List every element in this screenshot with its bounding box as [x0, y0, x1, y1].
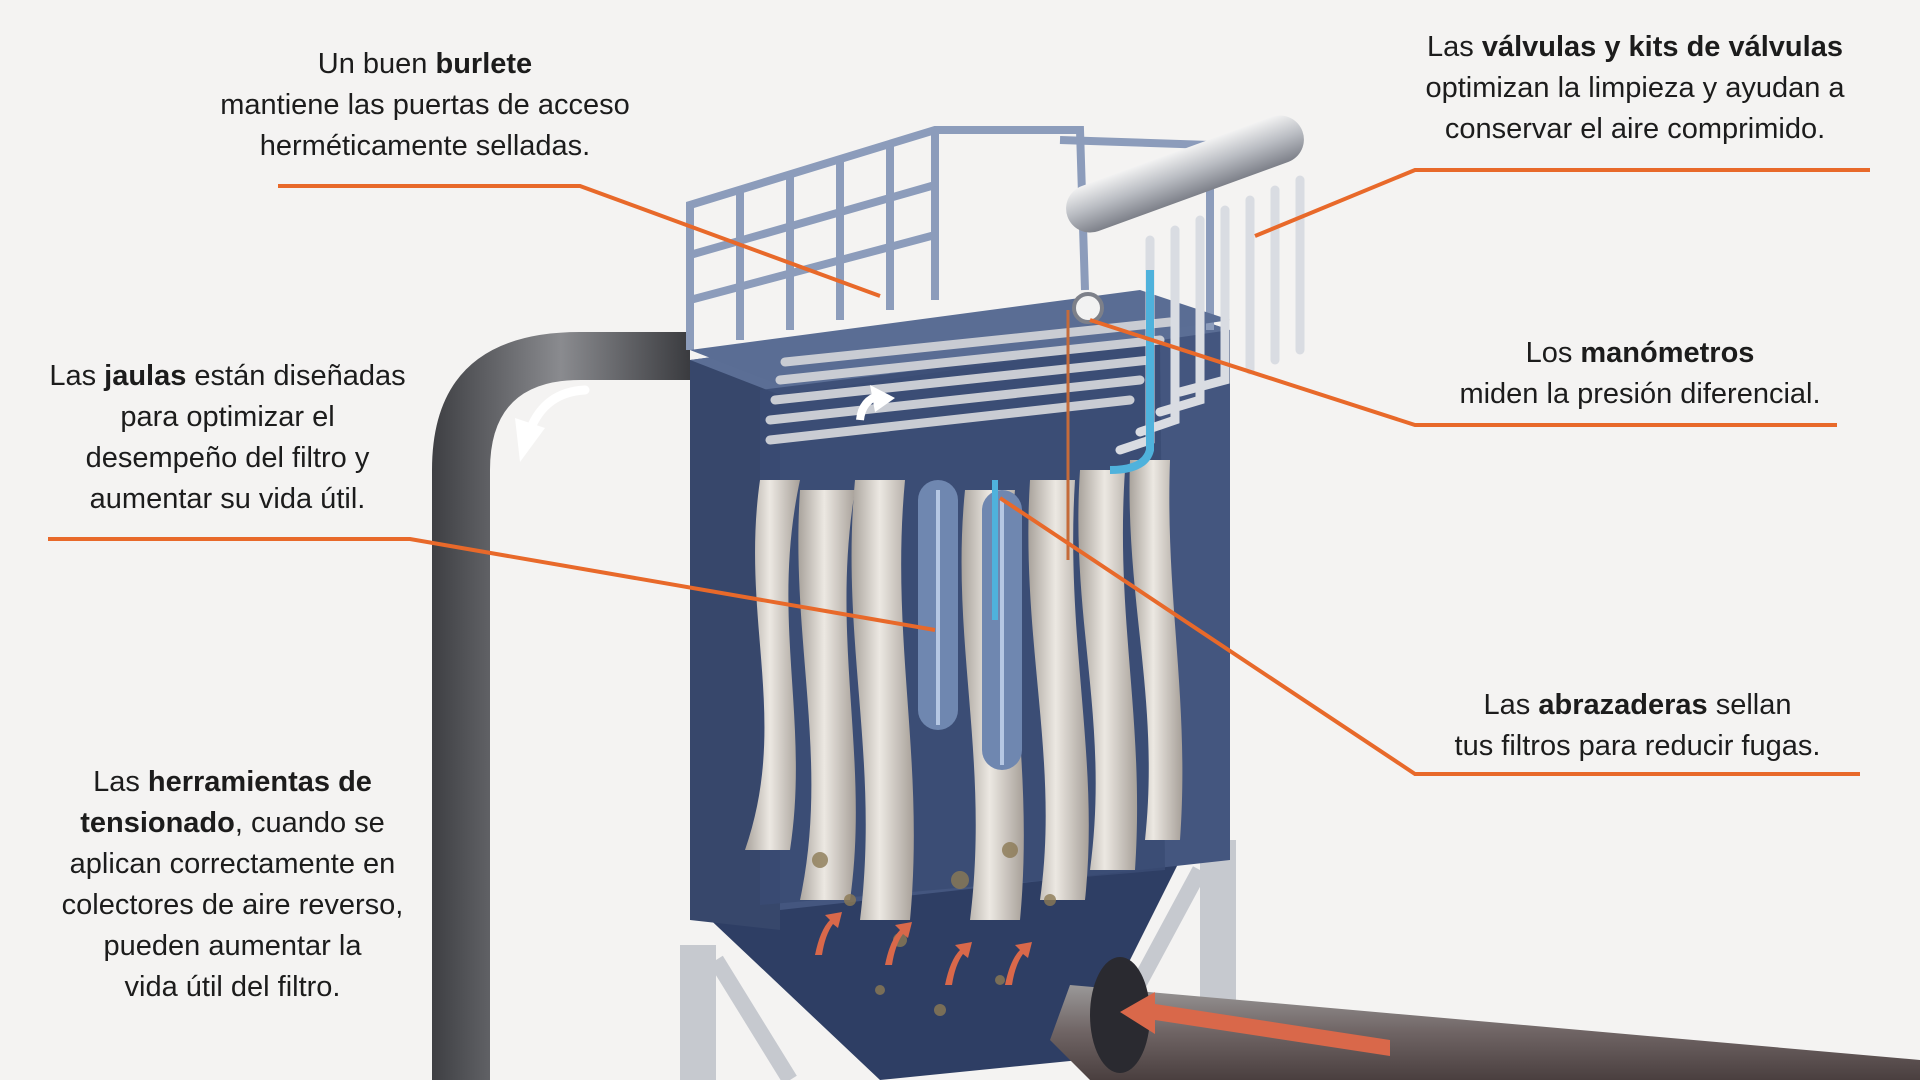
- callout-abrazaderas: Las abrazaderas sellan tus filtros para …: [1454, 689, 1821, 762]
- filter-bags: [745, 460, 1183, 920]
- valve-assembly: [1066, 115, 1305, 560]
- pressure-gauge-icon: [1072, 292, 1104, 324]
- upflow-arrow-icon: [815, 912, 842, 955]
- reverse-air-arrows: [815, 912, 1032, 985]
- cleaning-flow-arrowhead-icon: [870, 385, 895, 412]
- leader-burlete: [278, 184, 881, 298]
- upflow-arrow-icon: [945, 942, 972, 985]
- callout-valvulas: Las válvulas y kits de válvulas optimiza…: [1425, 31, 1845, 145]
- compressed-air-flow-icon: [1109, 270, 1154, 474]
- upflow-arrow-icon: [1005, 942, 1032, 985]
- leader-jaulas: [48, 537, 936, 632]
- blowpipes: [765, 317, 1175, 445]
- outlet-pipe: [1050, 957, 1920, 1080]
- callout-manometros: Los manómetros miden la presión diferenc…: [1459, 337, 1821, 410]
- leader-lines: [48, 168, 1870, 776]
- airflow-arrowhead-icon: [515, 418, 545, 462]
- callout-burlete: Un buen burlete mantiene las puertas de …: [220, 48, 630, 162]
- upflow-arrow-icon: [885, 922, 912, 965]
- leader-abrazaderas: [998, 496, 1860, 776]
- leader-valvulas: [1254, 168, 1870, 238]
- leader-manometros: [1089, 318, 1837, 427]
- callout-jaulas: Las jaulas están diseñadas para optimiza…: [49, 360, 406, 515]
- inlet-duct: [432, 332, 690, 1080]
- inlet-arrow-icon: [1120, 992, 1390, 1056]
- airflow-arrow-icon: [525, 385, 590, 435]
- callout-herramientas: Las herramientas de tensionado, cuando s…: [61, 766, 404, 1003]
